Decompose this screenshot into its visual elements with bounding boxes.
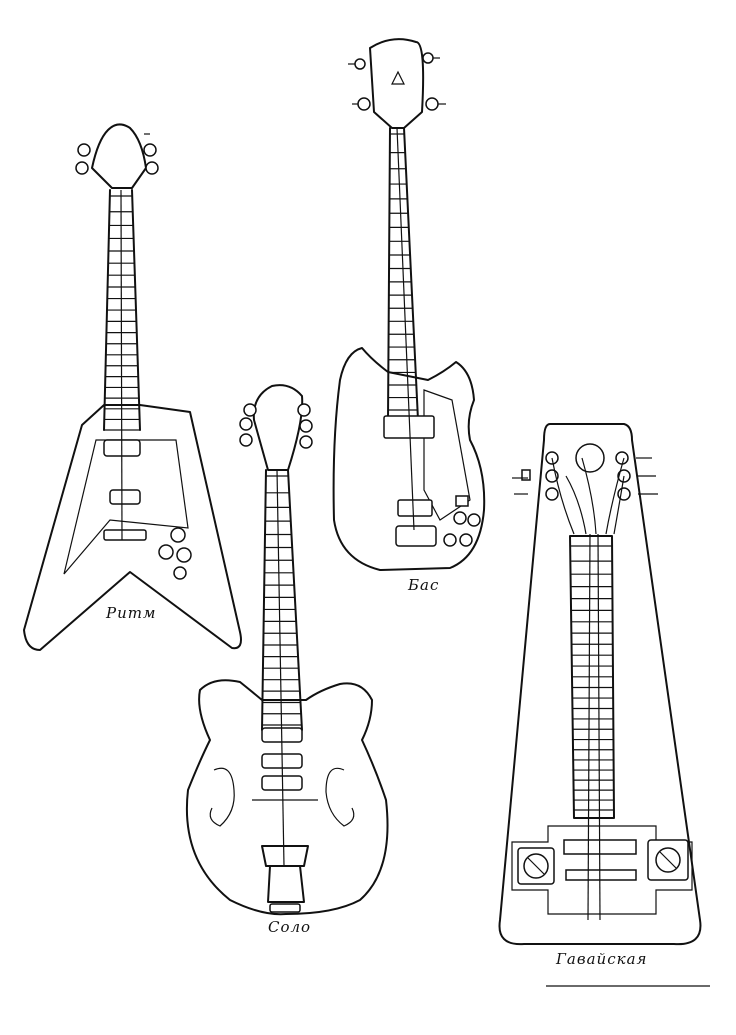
hawaiian-guitar [498,423,702,946]
rhythm-guitar [23,123,242,651]
caption-solo: Соло [268,918,312,936]
caption-bass: Бас [408,576,440,594]
bass-guitar [332,38,486,571]
solo-guitar [185,384,389,916]
caption-rhythm: Ритм [106,604,157,622]
caption-hawaiian: Гавайская [556,950,648,968]
